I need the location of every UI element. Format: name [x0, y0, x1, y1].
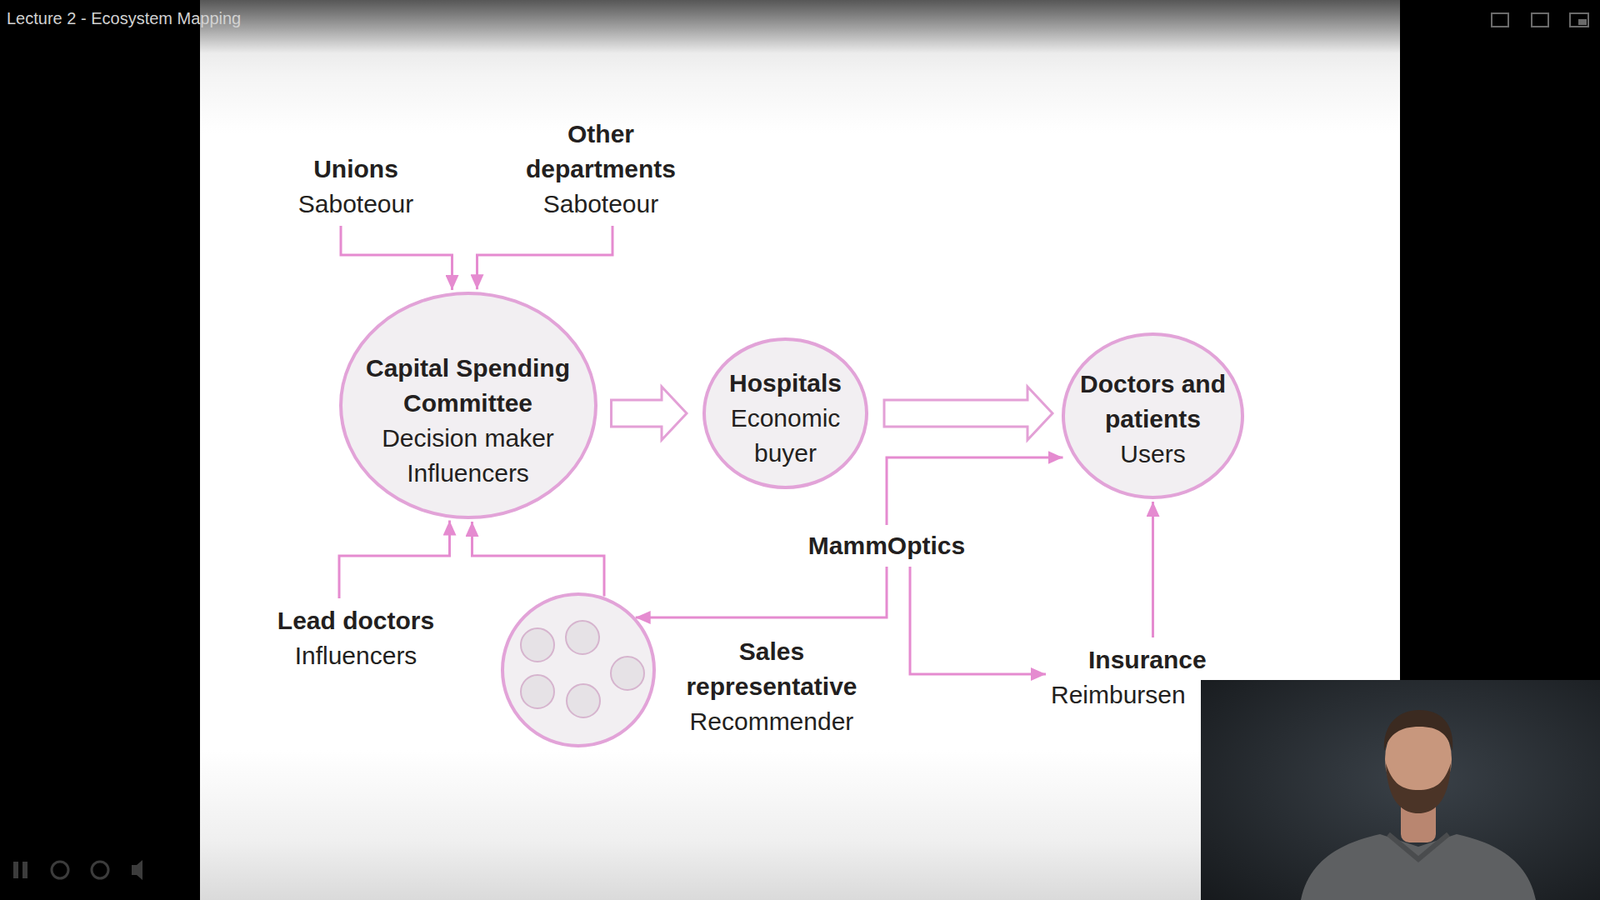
- text-block: Doctors and patientsUsers: [1060, 331, 1245, 500]
- node-heading: Hospitals: [729, 365, 842, 401]
- connector-arrow: [635, 566, 887, 618]
- video-title: Lecture 2 - Ecosystem Mapping: [6, 7, 241, 30]
- text-node: Other departmentsSaboteour: [500, 116, 701, 222]
- role-text: Users: [1120, 436, 1185, 472]
- team-member-dot: [520, 628, 555, 662]
- connector-arrow: [472, 521, 605, 597]
- text-block: UnionsSaboteour: [298, 151, 414, 222]
- role-text: Reimbursen: [1050, 677, 1207, 713]
- ellipse-node: Doctors and patientsUsers: [1060, 331, 1245, 500]
- team-member-dot: [565, 620, 600, 655]
- node-ellipse: [704, 339, 867, 488]
- volume-icon: [131, 860, 143, 880]
- node-heading: Unions: [298, 151, 414, 187]
- connector-arrow: [339, 520, 450, 599]
- connector-arrow: [340, 225, 453, 290]
- player-icon: [1578, 19, 1587, 25]
- connector-arrow: [910, 566, 1046, 675]
- role-text: Saboteour: [298, 186, 414, 222]
- text-node: MammOptics: [808, 528, 965, 564]
- role-text: Economic buyer: [723, 400, 849, 471]
- title-shade: [0, 0, 1600, 54]
- connector-arrow: [1151, 501, 1155, 638]
- role-text: Recommender: [684, 704, 859, 740]
- text-block: HospitalsEconomic buyer: [701, 336, 870, 490]
- presenter-shirt: [1300, 834, 1536, 900]
- node-heading: Other departments: [500, 116, 701, 187]
- presenter-beard: [1385, 763, 1451, 814]
- circle-shape: [498, 591, 659, 749]
- text-block: MammOptics: [808, 528, 965, 564]
- role-text: Decision maker: [381, 420, 555, 456]
- text-block: Lead doctorsInfluencers: [277, 603, 435, 674]
- ellipse-node: HospitalsEconomic buyer: [701, 336, 870, 490]
- role-text: Saboteour: [500, 186, 701, 222]
- node-heading: Doctors and patients: [1070, 366, 1237, 437]
- player-icon: [1491, 13, 1509, 27]
- presenter-collar: [1388, 834, 1449, 860]
- node-heading: Lead doctors: [277, 603, 435, 639]
- text-block: Sales representativeRecommender: [684, 634, 859, 740]
- team-member-dot: [520, 675, 555, 709]
- text-block: InsuranceReimbursen: [1050, 642, 1207, 713]
- presenter-video: [1200, 680, 1600, 900]
- text-node: UnionsSaboteour: [298, 151, 414, 222]
- player-icon: [1531, 13, 1549, 27]
- node-circle: [502, 594, 655, 746]
- forward-icon: [91, 861, 109, 879]
- node-heading: MammOptics: [808, 528, 965, 564]
- team-member-dot: [566, 684, 600, 718]
- node-ellipse: [1063, 334, 1243, 498]
- video-background: [1200, 680, 1600, 900]
- role-text: Influencers: [406, 455, 530, 491]
- node-heading: Sales representative: [684, 634, 859, 705]
- player-icon: [1570, 13, 1589, 27]
- ellipse-node: Capital Spending CommitteeDecision maker…: [338, 290, 599, 520]
- block-arrow: [611, 386, 688, 440]
- node-ellipse: [340, 293, 596, 518]
- role-text: Influencers: [277, 638, 435, 674]
- block-arrow: [884, 386, 1053, 440]
- text-node: InsuranceReimbursen: [1050, 642, 1207, 713]
- rewind-icon: [51, 861, 69, 879]
- text-node: Lead doctorsInfluencers: [277, 603, 435, 674]
- pause-icon: [22, 861, 28, 879]
- circle-node: Sales representativeRecommender: [498, 591, 860, 749]
- text-block: Other departmentsSaboteour: [500, 116, 701, 222]
- node-heading: Capital Spending Committee: [347, 350, 590, 421]
- node-heading: Insurance: [1088, 642, 1207, 678]
- presenter-hair: [1384, 710, 1453, 751]
- pause-icon: [13, 861, 19, 879]
- connector-arrow: [886, 457, 1064, 525]
- text-block: Capital Spending CommitteeDecision maker…: [338, 290, 599, 520]
- connector-arrow: [477, 225, 614, 290]
- team-member-dot: [610, 656, 645, 690]
